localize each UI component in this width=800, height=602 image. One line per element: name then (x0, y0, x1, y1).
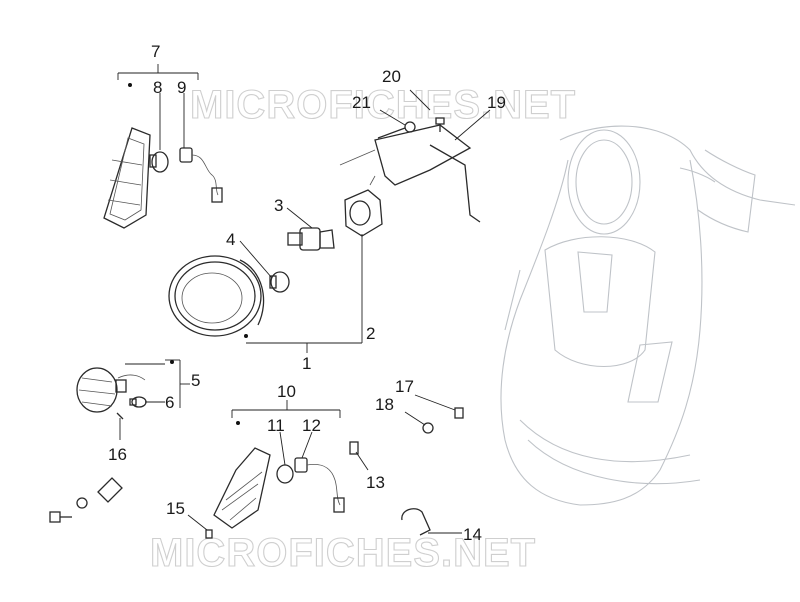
callout-16: 16 (108, 445, 127, 464)
screw-icon (116, 412, 124, 420)
connector-icon (401, 508, 431, 536)
bulb-icon (276, 464, 294, 484)
callout-2: 2 (366, 324, 375, 343)
socket-icon (294, 457, 345, 513)
callout-13: 13 (366, 473, 385, 492)
callout-4: 4 (226, 230, 235, 249)
callout-9: 9 (177, 78, 186, 97)
socket-icon (344, 175, 383, 237)
callout-6: 6 (165, 393, 174, 412)
leader-lines (117, 64, 491, 534)
watermark-top: MICROFICHES.NET (190, 83, 576, 127)
callout-18: 18 (375, 395, 394, 414)
nut-icon (422, 422, 434, 434)
callout-21: 21 (352, 93, 371, 112)
turn-signal-icon (213, 447, 271, 529)
callout-7: 7 (151, 42, 160, 61)
callout-1: 1 (302, 354, 311, 373)
turn-signal-icon (76, 367, 146, 413)
callouts: 7 8 9 20 21 19 3 4 2 1 5 6 16 10 11 12 1… (108, 42, 506, 544)
nut-icon (76, 497, 88, 509)
clip-icon (349, 441, 359, 455)
bulb-icon (149, 151, 169, 173)
callout-10: 10 (277, 382, 296, 401)
callout-12: 12 (302, 416, 321, 435)
bulb-icon (269, 271, 290, 293)
headlight-bulb-icon (287, 227, 335, 251)
headlight-icon (168, 255, 265, 337)
callout-17: 17 (395, 377, 414, 396)
bracket-icon (339, 124, 481, 223)
callout-19: 19 (487, 93, 506, 112)
callout-20: 20 (382, 67, 401, 86)
callout-3: 3 (274, 196, 283, 215)
screw-icon (454, 407, 464, 419)
callout-15: 15 (166, 499, 185, 518)
watermark-bottom: MICROFICHES.NET (150, 531, 536, 575)
callout-14: 14 (463, 525, 482, 544)
callout-11: 11 (267, 416, 285, 435)
screw-icon (49, 511, 72, 523)
bulb-icon (129, 396, 147, 408)
scooter-front-icon (500, 125, 796, 506)
screw-icon (435, 117, 445, 132)
connector-icon (97, 477, 123, 503)
taillight-icon (103, 127, 151, 229)
callout-8: 8 (153, 78, 162, 97)
socket-icon (179, 147, 223, 203)
nut-icon (404, 121, 416, 133)
callout-5: 5 (191, 371, 200, 390)
screw-icon (205, 529, 213, 539)
